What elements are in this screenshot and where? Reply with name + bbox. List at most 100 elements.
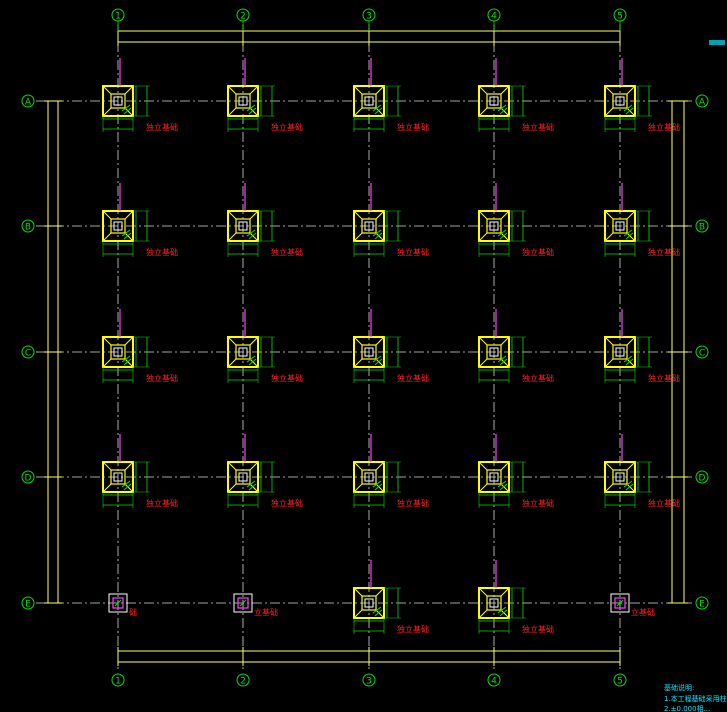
footing-A3-pad	[353, 85, 385, 117]
footing-B3-slope-3	[353, 232, 363, 242]
footing-A5-slope-2	[626, 85, 636, 95]
footing-C3-rebar-2	[374, 358, 383, 366]
axis-bubble-right-C-circle	[695, 345, 709, 359]
footing-C2-rebar-2	[248, 358, 257, 366]
notes-title: 基础说明:	[664, 683, 694, 692]
footing-B5-slope-4	[626, 232, 636, 242]
footing-C5-rebar-1	[623, 355, 633, 363]
axis-bubble-right-D-label: D	[699, 474, 706, 484]
axis-bubble-bottom-1-circle	[111, 673, 125, 687]
footing-D4-rebar-1	[497, 480, 507, 488]
footing-C2-rebar-1	[246, 355, 256, 363]
footing-D1-slope-3	[102, 483, 112, 493]
footing-C4-slope-2	[500, 336, 510, 346]
footing-D1-slope-1	[102, 461, 112, 471]
footing-B1-step	[110, 218, 126, 234]
footing-C2-pad	[227, 336, 259, 368]
footing-A4-slope-3	[478, 107, 488, 117]
footing-A4: 独立基础	[478, 58, 554, 132]
footing-D5-slope-4	[626, 483, 636, 493]
footing-A1-slope-4	[124, 107, 134, 117]
footing-C3-pad	[353, 336, 385, 368]
footing-C4-rebar-2	[499, 358, 508, 366]
footing-A2-label: 独立基础	[271, 122, 303, 132]
footing-E3-pad	[353, 587, 385, 619]
footing-D4-slope-1	[478, 461, 488, 471]
footing-A1-pad	[102, 85, 134, 117]
footing-B4-step	[486, 218, 502, 234]
footing-C4-rebar-1	[497, 355, 507, 363]
footing-C3-label: 独立基础	[397, 373, 429, 383]
footing-B2-slope-1	[227, 210, 237, 220]
footing-B4-label: 独立基础	[522, 247, 554, 257]
axis-bubble-right-B-circle	[695, 219, 709, 233]
footing-C1-column	[113, 347, 123, 357]
footing-A1-slope-1	[102, 85, 112, 95]
footing-C3-slope-4	[375, 358, 385, 368]
footing-A4-rebar-1	[497, 104, 507, 112]
footing-E1-label: 础	[129, 607, 137, 617]
footing-D5-slope-3	[604, 483, 614, 493]
footing-D3-slope-2	[375, 461, 385, 471]
footing-A4-slope-4	[500, 107, 510, 117]
footing-A5-rebar-1	[623, 104, 633, 112]
footing-D5-column	[615, 472, 625, 482]
grid-lines	[36, 24, 692, 670]
axis-bubble-bottom-3-label: 3	[366, 677, 372, 687]
footing-C4-slope-1	[478, 336, 488, 346]
axis-bubble-left-E-label: E	[25, 600, 31, 610]
footing-E1: 础	[108, 593, 137, 617]
footing-E2: 立基础	[233, 593, 278, 617]
footing-D5: 独立基础	[604, 434, 680, 508]
footing-D2-slope-3	[227, 483, 237, 493]
footing-A1: 独立基础	[102, 58, 178, 132]
footing-D4-column	[489, 472, 499, 482]
footing-E1-column	[112, 597, 124, 609]
footing-E4: 独立基础	[478, 560, 554, 634]
footing-C3-step	[361, 344, 377, 360]
footing-E1-rebar	[114, 599, 122, 607]
footing-C2-step	[235, 344, 251, 360]
footing-D1-label: 独立基础	[146, 498, 178, 508]
footing-B3-slope-2	[375, 210, 385, 220]
footing-D2-pad	[227, 461, 259, 493]
footing-A3-column	[364, 96, 374, 106]
footing-E2-column	[237, 597, 249, 609]
axis-bubble-left-D-circle	[21, 470, 35, 484]
footing-A1-column	[113, 96, 123, 106]
footing-C5-slope-4	[626, 358, 636, 368]
axis-bubble-bottom-2-circle	[236, 673, 250, 687]
axis-bubble-top-3-label: 3	[366, 12, 372, 22]
footing-B1-slope-3	[102, 232, 112, 242]
footing-D1-slope-2	[124, 461, 134, 471]
axis-bubble-top-2-label: 2	[240, 12, 246, 22]
footing-A2-pad	[227, 85, 259, 117]
footing-B5: 独立基础	[604, 183, 680, 257]
footing-A1-label: 独立基础	[146, 122, 178, 132]
footing-A3-slope-2	[375, 85, 385, 95]
footing-A2-slope-1	[227, 85, 237, 95]
footing-A3-rebar-1	[372, 104, 382, 112]
footing-E4-rebar-2	[499, 609, 508, 617]
footing-A2-rebar-1	[246, 104, 256, 112]
footing-B5-rebar-1	[623, 229, 633, 237]
footing-D2: 独立基础	[227, 434, 303, 508]
footing-C1-step	[110, 344, 126, 360]
footing-A4-slope-2	[500, 85, 510, 95]
footing-A2-slope-3	[227, 107, 237, 117]
footing-B5-label: 独立基础	[648, 247, 680, 257]
footing-C1: 独立基础	[102, 309, 178, 383]
footing-D5-slope-2	[626, 461, 636, 471]
footing-E4-label: 独立基础	[522, 624, 554, 634]
footing-C1-slope-2	[124, 336, 134, 346]
footing-D4-label: 独立基础	[522, 498, 554, 508]
footing-B1-slope-2	[124, 210, 134, 220]
footing-E2-label: 立基础	[254, 607, 278, 617]
footing-D5-step	[612, 469, 628, 485]
footing-C3-slope-2	[375, 336, 385, 346]
footing-D1-rebar-1	[121, 480, 131, 488]
footing-E3-label: 独立基础	[397, 624, 429, 634]
footing-B1-pad	[102, 210, 134, 242]
footing-A4-pad	[478, 85, 510, 117]
footing-E4-column	[489, 598, 499, 608]
